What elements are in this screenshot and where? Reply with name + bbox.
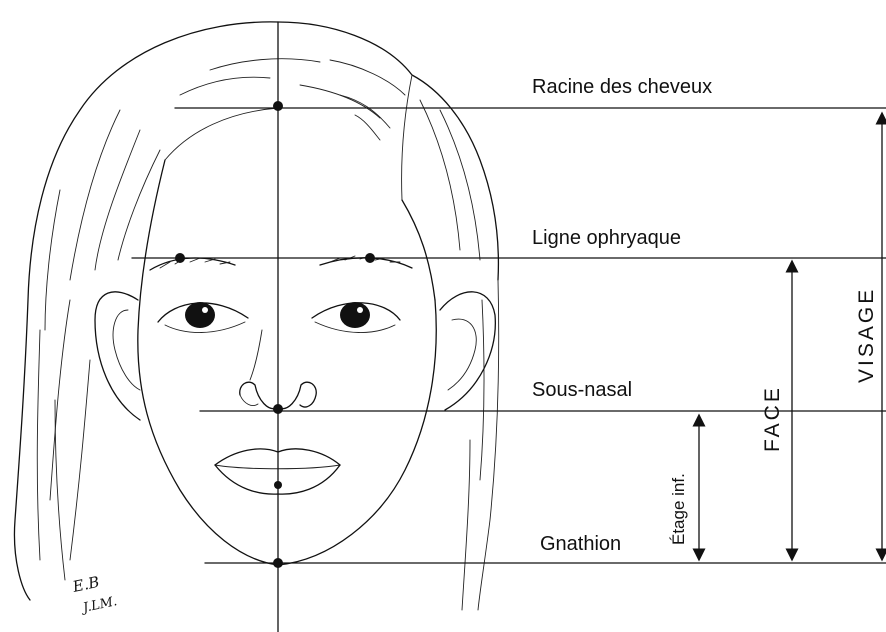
label-face: FACE	[761, 385, 784, 452]
label-sous-nasal: Sous-nasal	[532, 379, 632, 401]
artist-signature: E.B J.LM.	[70, 573, 118, 617]
label-ophryaque: Ligne ophryaque	[532, 227, 681, 249]
signature-line-2: J.LM.	[79, 594, 119, 616]
point-gnathion	[273, 558, 283, 568]
face-drawing	[95, 108, 495, 565]
point-racine	[273, 101, 283, 111]
label-visage: VISAGE	[855, 287, 878, 383]
point-brow-left	[175, 253, 185, 263]
label-etage-inf: Étage inf.	[669, 473, 688, 545]
landmark-points	[175, 101, 375, 568]
signature-line-1: E.B	[70, 573, 101, 596]
point-brow-right	[365, 253, 375, 263]
label-gnathion: Gnathion	[540, 533, 621, 555]
hair-drawing	[14, 22, 498, 610]
label-racine: Racine des cheveux	[532, 76, 712, 98]
point-sous-nasal	[273, 404, 283, 414]
point-lips	[274, 481, 282, 489]
